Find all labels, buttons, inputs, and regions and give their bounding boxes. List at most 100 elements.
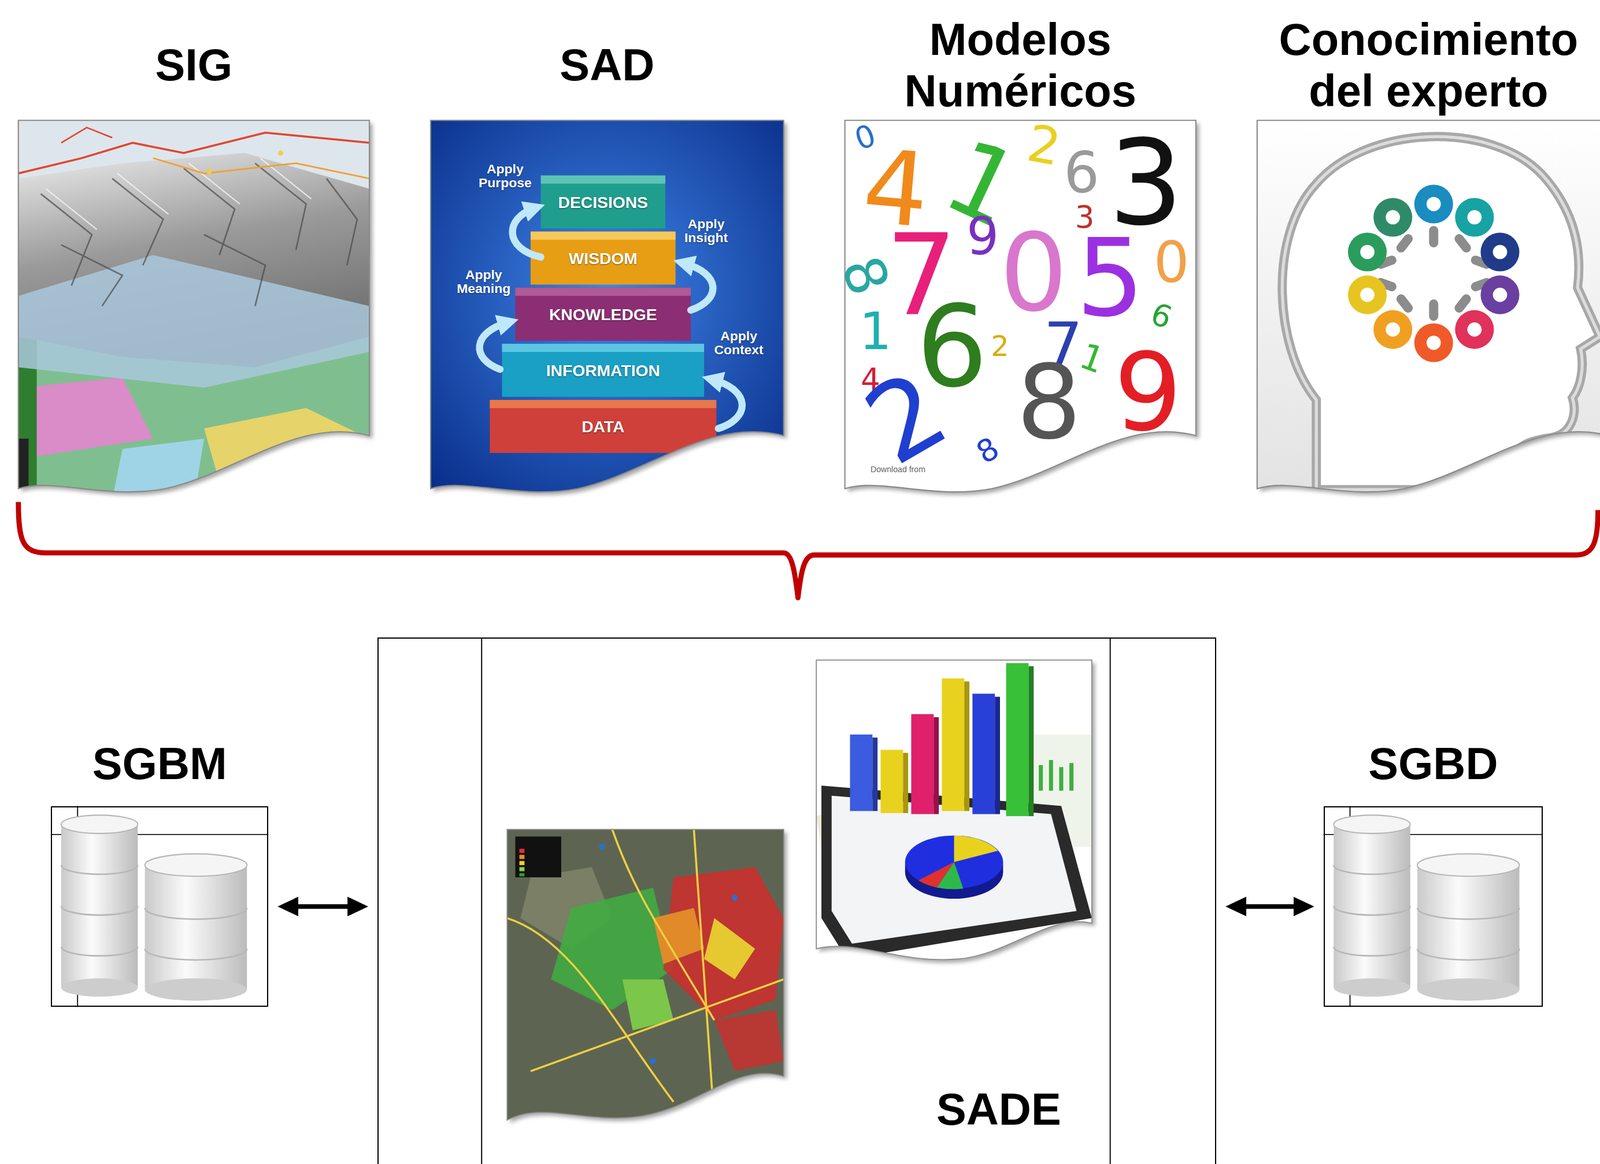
pyramid-level: DATA: [581, 418, 625, 435]
thematic-map-picture: [598, 843, 606, 851]
database-icon: [61, 865, 138, 957]
chart-tablet-picture: [831, 795, 1077, 944]
decorative-digit: 8: [971, 432, 1005, 470]
database-icon: [1333, 978, 1410, 998]
database-icon: [1417, 908, 1520, 920]
expert-head-picture: [1385, 322, 1400, 337]
chart-tablet-picture: [821, 785, 1092, 959]
gis-terrain-picture: [18, 377, 154, 459]
expert-knowledge-panel: Conocimiento del experto: [1257, 120, 1600, 500]
expert-head-picture: [1373, 197, 1413, 237]
gis-terrain-picture: [112, 438, 205, 500]
dikw-pyramid-picture: [541, 175, 666, 229]
decorative-digit: 3: [1108, 124, 1184, 243]
panel-heading: SAD: [430, 10, 784, 121]
grouping-brace: [18, 501, 1599, 598]
gis-terrain-picture: [18, 120, 370, 500]
expert-head-picture: [1360, 287, 1375, 303]
thematic-map-picture: [506, 829, 784, 1123]
numbers-picture: [845, 120, 1196, 492]
dikw-pyramid-picture: [479, 322, 509, 370]
dikw-pyramid-picture: [430, 120, 784, 492]
expert-head-picture: [1257, 120, 1600, 500]
database-icon: [1323, 805, 1544, 1007]
expert-head-picture: [1385, 210, 1400, 225]
expert-head-picture: [1454, 197, 1494, 237]
model-base-box: SGBM: [50, 806, 269, 1008]
gis-terrain-picture: [41, 193, 92, 286]
thematic-map-picture: [506, 829, 784, 1126]
sdss-box: SADE: [377, 637, 1217, 1164]
numbers-picture: [845, 120, 1196, 492]
thematic-map-picture: [519, 854, 525, 859]
gis-terrain-picture: [41, 163, 358, 306]
expert-head-picture: [1401, 298, 1409, 309]
decorative-digit: 2: [1023, 117, 1065, 174]
decorative-digit: 0: [1153, 235, 1190, 292]
panel-heading: SGBD: [1324, 720, 1543, 808]
gis-panel: SIG: [18, 120, 370, 500]
database-icon: [1417, 908, 1520, 961]
database-icon: [1333, 865, 1410, 957]
chart-tablet-picture: [933, 717, 939, 815]
dikw-pyramid-picture: [502, 343, 705, 353]
dikw-pyramid-picture: [712, 379, 743, 429]
expert-head-picture: [1282, 136, 1600, 490]
database-icon: [61, 978, 138, 998]
gis-terrain-picture: [45, 158, 311, 231]
dikw-pyramid-picture: [479, 208, 743, 429]
database-box: SGBD: [1323, 806, 1544, 1008]
expert-head-picture: [1257, 120, 1600, 492]
database-icon: [145, 978, 248, 1002]
gis-terrain-picture: [18, 438, 29, 500]
thematic-map-picture: [653, 908, 705, 965]
expert-head-picture: [1426, 335, 1442, 351]
thematic-map-picture: [714, 1009, 784, 1072]
chart-tablet-picture: [880, 749, 903, 813]
decorative-digit: 4: [858, 135, 933, 243]
database-icon: [1417, 949, 1520, 961]
expert-head-picture: [1373, 310, 1413, 350]
gis-terrain-picture: [61, 245, 123, 307]
sade-frame-lines: [480, 637, 483, 1164]
chart-tablet-picture: [972, 693, 995, 814]
dikw-pyramid-picture: [530, 231, 676, 285]
double-arrow: [292, 904, 354, 909]
chart-tablet-picture: [910, 714, 934, 815]
database-icon: [1333, 905, 1410, 916]
decorative-digit: 1: [859, 306, 892, 358]
expert-head-picture: [1360, 245, 1375, 260]
chart-tablet-picture: [816, 660, 1092, 967]
sade-frame-lines: [481, 637, 1110, 1164]
dss-panel: SAD: [430, 120, 784, 500]
pyramid-note: Apply Context: [709, 328, 769, 357]
expert-head-picture: [1467, 322, 1483, 337]
chart-tablet-picture: [1049, 760, 1054, 791]
expert-head-picture: [1360, 197, 1507, 351]
decorative-digit: 0: [999, 219, 1068, 327]
database-icon: [1333, 815, 1410, 834]
expert-head-picture: [1454, 310, 1494, 350]
chart-tablet-picture: [816, 660, 1092, 967]
chart-tablet-picture: [941, 678, 965, 811]
chart-tablet-picture: [816, 660, 1092, 960]
database-icon: [61, 824, 138, 988]
decorative-digit: 6: [1146, 298, 1176, 335]
dikw-pyramid-picture: [430, 120, 784, 500]
database-icon: [1417, 978, 1520, 1002]
expert-head-picture: [1493, 287, 1508, 303]
box-label: SADE: [936, 1083, 1062, 1136]
decorative-digit: 3: [1075, 202, 1095, 233]
gis-terrain-picture: [189, 163, 240, 205]
pyramid-note: Apply Insight: [675, 216, 737, 245]
chart-tablet-picture: [964, 681, 970, 811]
thematic-map-picture: [704, 918, 755, 980]
gis-terrain-picture: [112, 178, 164, 266]
expert-head-picture: [1426, 197, 1442, 212]
pyramid-level: KNOWLEDGE: [549, 306, 658, 323]
gis-terrain-picture: [183, 168, 235, 255]
database-icon: [1333, 946, 1410, 957]
